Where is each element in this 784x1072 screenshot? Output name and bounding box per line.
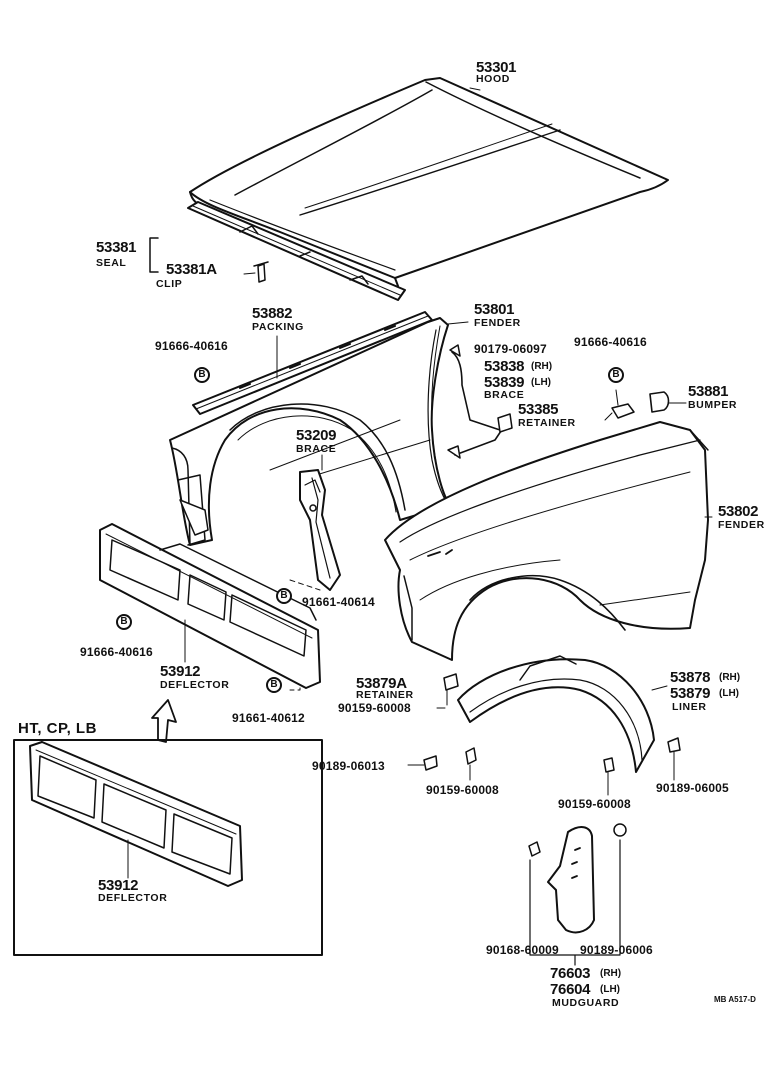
packing-number: 53882 bbox=[252, 305, 293, 322]
liner-drawing bbox=[457, 655, 655, 773]
variant-label: HT, CP, LB bbox=[18, 720, 97, 737]
seal-number: 53381 bbox=[96, 239, 137, 256]
outer-fender-drawing bbox=[384, 421, 709, 661]
bumper-number: 53881 bbox=[688, 383, 729, 400]
seal-drawing bbox=[187, 201, 406, 301]
brace-53209-number: 53209 bbox=[296, 427, 337, 444]
nut-90189-06006-number: 90189-06006 bbox=[580, 943, 653, 957]
deflector-main-name: DEFLECTOR bbox=[160, 679, 230, 691]
badge-b-bottom: B bbox=[116, 614, 132, 630]
mudguard-rh-number: 76603 bbox=[550, 965, 591, 982]
brace-53209-name: BRACE bbox=[296, 443, 337, 455]
inner-fender-name: FENDER bbox=[474, 317, 521, 329]
liner-rh-side: (RH) bbox=[719, 672, 741, 683]
screw-91661-40612-number: 91661-40612 bbox=[232, 711, 305, 725]
screw-91666-right-number: 91666-40616 bbox=[574, 335, 647, 349]
deflector-variant-number: 53912 bbox=[98, 877, 139, 894]
drawing-code: MB A517-D bbox=[714, 995, 756, 1004]
liner-lh-side: (LH) bbox=[719, 688, 739, 699]
hood-name: HOOD bbox=[476, 73, 510, 85]
bumper-name: BUMPER bbox=[688, 399, 738, 411]
mudguard-name: MUDGUARD bbox=[552, 997, 620, 1009]
retainer-53879a-number: 53879A bbox=[356, 675, 407, 692]
brace-rh-number: 53838 bbox=[484, 358, 525, 375]
clip-name: CLIP bbox=[156, 278, 183, 290]
clip-53381a-drawing bbox=[253, 261, 269, 283]
brace-lh-side: (LH) bbox=[531, 377, 551, 388]
retainer-53879a-name: RETAINER bbox=[356, 689, 414, 701]
brace-wire-name: BRACE bbox=[484, 389, 525, 401]
clip-90159-left-number: 90159-60008 bbox=[338, 701, 411, 715]
nut-90189-06013-number: 90189-06013 bbox=[312, 759, 385, 773]
fastener-drawings bbox=[423, 673, 681, 857]
brace-lh-number: 53839 bbox=[484, 374, 525, 391]
inner-fender-number: 53801 bbox=[474, 301, 515, 318]
liner-rh-number: 53878 bbox=[670, 669, 711, 686]
bumper-53881-drawing bbox=[649, 391, 670, 413]
brace-wire-drawing bbox=[447, 344, 513, 459]
badge-b-91661-40612: B bbox=[266, 677, 282, 693]
seal-name: SEAL bbox=[96, 257, 127, 269]
packing-name: PACKING bbox=[252, 321, 304, 333]
outer-fender-name: FENDER bbox=[718, 519, 765, 531]
packing-drawing bbox=[192, 311, 433, 415]
brace-53209-drawing bbox=[299, 469, 341, 591]
screw-90168-number: 90168-60009 bbox=[486, 943, 559, 957]
retainer-53385-number: 53385 bbox=[518, 401, 559, 418]
screw-91666-bottom-number: 91666-40616 bbox=[80, 645, 153, 659]
mudguard-drawing bbox=[547, 826, 595, 934]
retainer-53385-drawing bbox=[611, 403, 635, 419]
clip-90159-right-number: 90159-60008 bbox=[558, 797, 631, 811]
mudguard-lh-number: 76604 bbox=[550, 981, 591, 998]
mudguard-lh-side: (LH) bbox=[600, 984, 620, 995]
mudguard-rh-side: (RH) bbox=[600, 968, 622, 979]
deflector-variant-name: DEFLECTOR bbox=[98, 892, 168, 904]
screw-91661-40614-number: 91661-40614 bbox=[302, 595, 375, 609]
hood-drawing bbox=[189, 77, 669, 287]
variant-box bbox=[13, 739, 323, 956]
outer-fender-number: 53802 bbox=[718, 503, 759, 520]
badge-b-91661-40614: B bbox=[276, 588, 292, 604]
nut-90189-06005-number: 90189-06005 bbox=[656, 781, 729, 795]
deflector-main-number: 53912 bbox=[160, 663, 201, 680]
deflector-main-drawing bbox=[99, 523, 321, 689]
inner-fender-drawing bbox=[169, 317, 451, 546]
hood-number: 53301 bbox=[476, 59, 517, 76]
screw-91666-top-number: 91666-40616 bbox=[155, 339, 228, 353]
badge-b-top: B bbox=[194, 367, 210, 383]
brace-rh-side: (RH) bbox=[531, 361, 553, 372]
deflector-variant-drawing bbox=[29, 741, 243, 887]
retainer-53385-name: RETAINER bbox=[518, 417, 576, 429]
clip-90159-mid-number: 90159-60008 bbox=[426, 783, 499, 797]
liner-name: LINER bbox=[672, 701, 707, 713]
badge-b-right: B bbox=[608, 367, 624, 383]
clip-number: 53381A bbox=[166, 261, 217, 278]
up-arrow-icon bbox=[151, 699, 177, 743]
liner-lh-number: 53879 bbox=[670, 685, 711, 702]
bolt-90179-number: 90179-06097 bbox=[474, 342, 547, 356]
